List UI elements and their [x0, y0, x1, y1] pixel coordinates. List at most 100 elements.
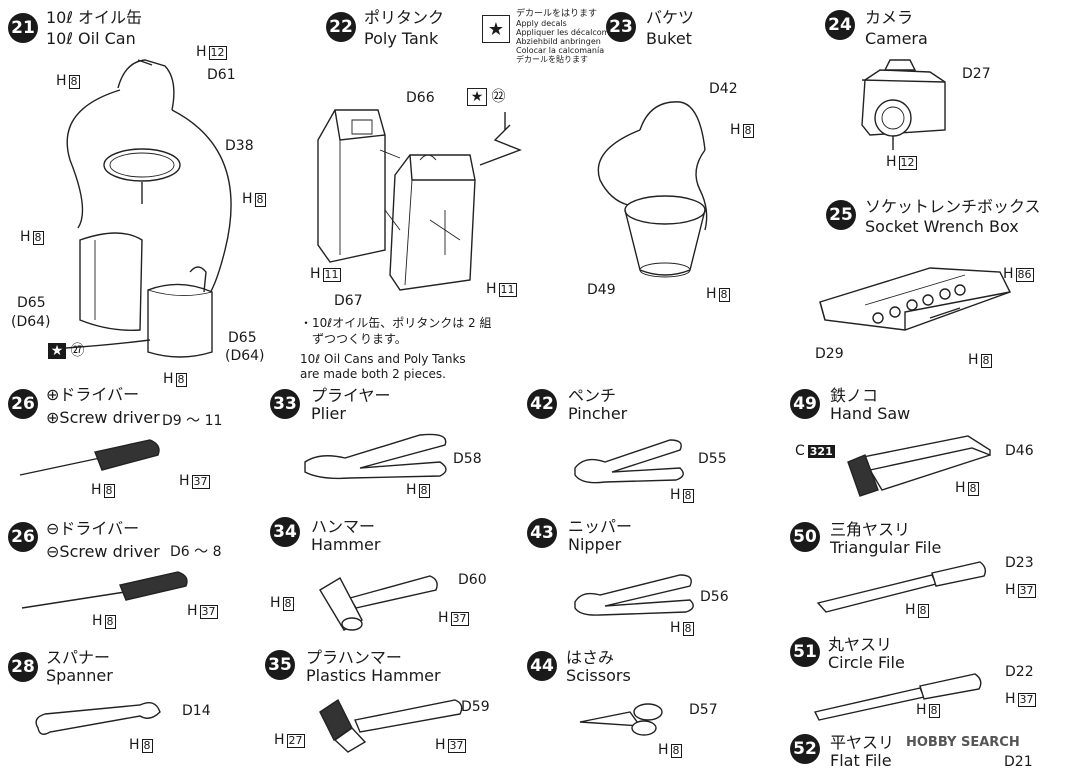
item-title-jp: ハンマー — [311, 517, 376, 536]
item-title-en: Spanner — [46, 666, 113, 685]
part-label: D27 — [962, 66, 991, 82]
step-number: 26 — [8, 389, 38, 419]
item-title-en: Flat File — [830, 751, 892, 770]
note-jp-line: ・10ℓオイル缶、ポリタンクは 2 組 — [300, 316, 492, 330]
step-number: 28 — [8, 652, 38, 682]
part-label: D6 ～ 8 — [170, 544, 222, 560]
star-icon: ★ — [48, 343, 66, 359]
step-number: 21 — [8, 13, 38, 43]
item-title-en: Plier — [311, 404, 346, 423]
item-title-jp: プライヤー — [311, 386, 391, 405]
step-number: 34 — [270, 517, 300, 547]
item-title-en: Plastics Hammer — [306, 666, 441, 685]
item-title-en: Poly Tank — [364, 29, 439, 48]
part-label: D55 — [698, 451, 727, 467]
part-label: D49 — [587, 282, 616, 298]
part-label: (D64) — [11, 314, 51, 330]
item-title-en: ⊕Screw driver — [46, 408, 160, 427]
step-number: 50 — [790, 522, 820, 552]
part-label: D21 — [1004, 754, 1033, 770]
item-title-en: Triangular File — [830, 538, 942, 557]
item-title-jp: 平ヤスリ — [830, 733, 895, 752]
item-title-jp: ポリタンク — [364, 8, 445, 27]
note-en-line: 10ℓ Oil Cans and Poly Tanks — [300, 352, 466, 366]
part-label: D57 — [689, 702, 718, 718]
star-icon: ★ — [467, 88, 487, 106]
step-number: 24 — [825, 10, 855, 40]
part-label: D22 — [1005, 664, 1034, 680]
step-number: 51 — [790, 637, 820, 667]
decal-marker: ★ ㉗ — [48, 343, 84, 359]
part-label: D9 ～ 11 — [162, 413, 223, 429]
part-label: D14 — [182, 703, 211, 719]
part-label: (D64) — [225, 348, 265, 364]
part-label: D29 — [815, 346, 844, 362]
item-title-en: Buket — [646, 29, 692, 48]
part-label: D58 — [453, 451, 482, 467]
step-number: 23 — [606, 12, 636, 42]
step-number: 44 — [527, 651, 557, 681]
part-label: D23 — [1005, 555, 1034, 571]
step-number: 33 — [270, 389, 300, 419]
part-label: D56 — [700, 589, 729, 605]
item-title-jp: はさみ — [566, 648, 615, 667]
part-label: D46 — [1005, 443, 1034, 459]
step-number: 42 — [527, 389, 557, 419]
item-title-jp: カメラ — [865, 8, 914, 27]
item-title-jp: ⊖ドライバー — [46, 519, 140, 538]
item-title-jp: スパナー — [46, 648, 111, 667]
item-title-jp: 10ℓ オイル缶 — [46, 8, 143, 27]
step-number: 43 — [527, 518, 557, 548]
part-label: D61 — [207, 67, 236, 83]
item-title-jp: 鉄ノコ — [830, 386, 879, 405]
item-title-jp: ⊕ドライバー — [46, 385, 140, 404]
item-title-en: Socket Wrench Box — [865, 217, 1019, 236]
item-title-en: Hand Saw — [830, 404, 911, 423]
step-number: 52 — [790, 734, 820, 764]
step-number: 35 — [265, 650, 295, 680]
item-title-en: Nipper — [568, 535, 622, 554]
note-jp-line: ずつつくります。 — [300, 332, 407, 346]
step-number: 25 — [826, 200, 856, 230]
item-title-jp: プラハンマー — [306, 648, 402, 667]
decal-marker: ★ ㉒ — [467, 88, 505, 106]
item-title-en: Pincher — [568, 404, 628, 423]
part-label: D42 — [709, 81, 738, 97]
